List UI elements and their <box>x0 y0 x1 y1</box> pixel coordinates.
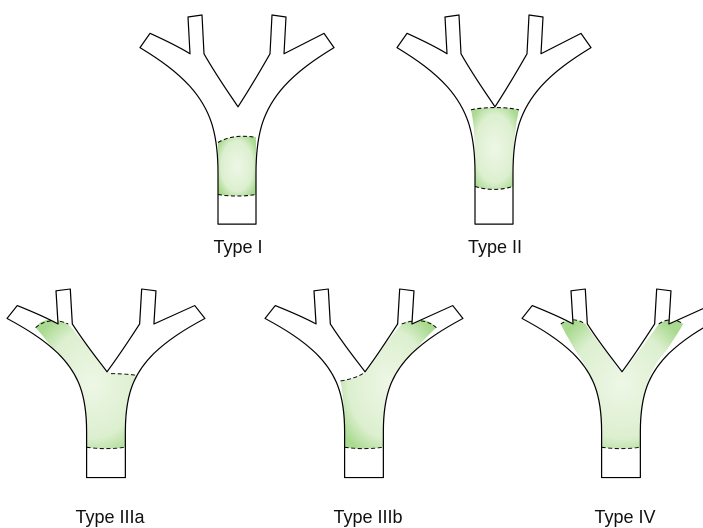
duct-type-3b <box>265 289 463 478</box>
involved-region <box>471 108 519 190</box>
involved-region <box>561 320 683 449</box>
panel-type-3b: Type IIIb <box>265 289 463 527</box>
caption-type-4: Type IV <box>594 507 655 527</box>
caption-type-3a: Type IIIa <box>75 507 145 527</box>
duct-type-1 <box>140 15 334 224</box>
panel-type-4: Type IV <box>522 289 703 527</box>
panel-type-2: Type II <box>397 15 591 257</box>
involved-region <box>218 136 256 196</box>
panel-type-1: Type I <box>140 15 334 257</box>
caption-type-2: Type II <box>468 237 522 257</box>
duct-type-2 <box>397 15 591 224</box>
caption-type-3b: Type IIIb <box>333 507 402 527</box>
caption-type-1: Type I <box>213 237 262 257</box>
duct-type-4 <box>522 289 703 478</box>
duct-type-3a <box>7 289 205 478</box>
panel-type-3a: Type IIIa <box>7 289 205 527</box>
